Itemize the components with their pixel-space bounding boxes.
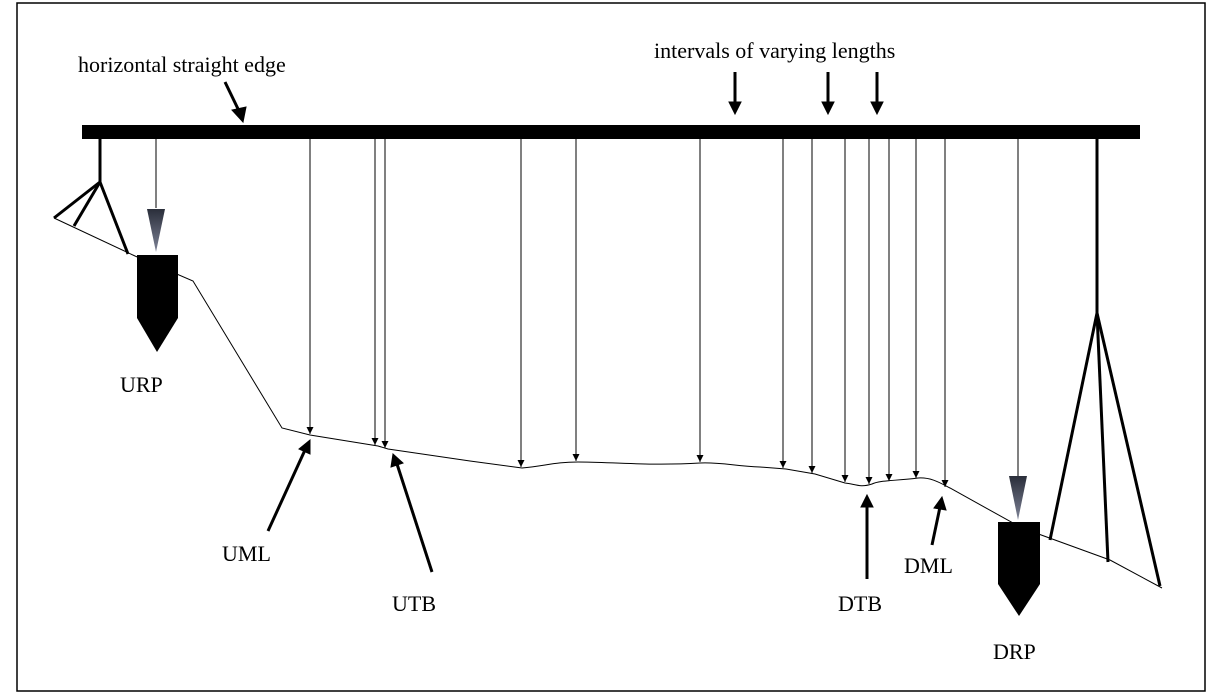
measurement-verticals: [306, 139, 949, 487]
drp-label: DRP: [993, 639, 1036, 664]
straight-edge-bar: [82, 125, 1140, 139]
ground-profile-line: [53, 217, 1163, 589]
drp-reference-pin: [998, 139, 1040, 616]
dml-label: DML: [904, 553, 953, 578]
figure-frame: [16, 2, 1206, 692]
uml-label: UML: [222, 541, 271, 566]
utb-label: UTB: [392, 591, 436, 616]
intervals-label: intervals of varying lengths: [654, 38, 895, 63]
straight-edge-label: horizontal straight edge: [78, 52, 286, 77]
urp-reference-pin: [137, 139, 178, 352]
dtb-label: DTB: [838, 591, 882, 616]
urp-label: URP: [120, 372, 163, 397]
upstream-tripod: [53, 139, 130, 255]
downstream-tripod: [1048, 139, 1162, 587]
pointer-arrows: [223, 72, 947, 579]
